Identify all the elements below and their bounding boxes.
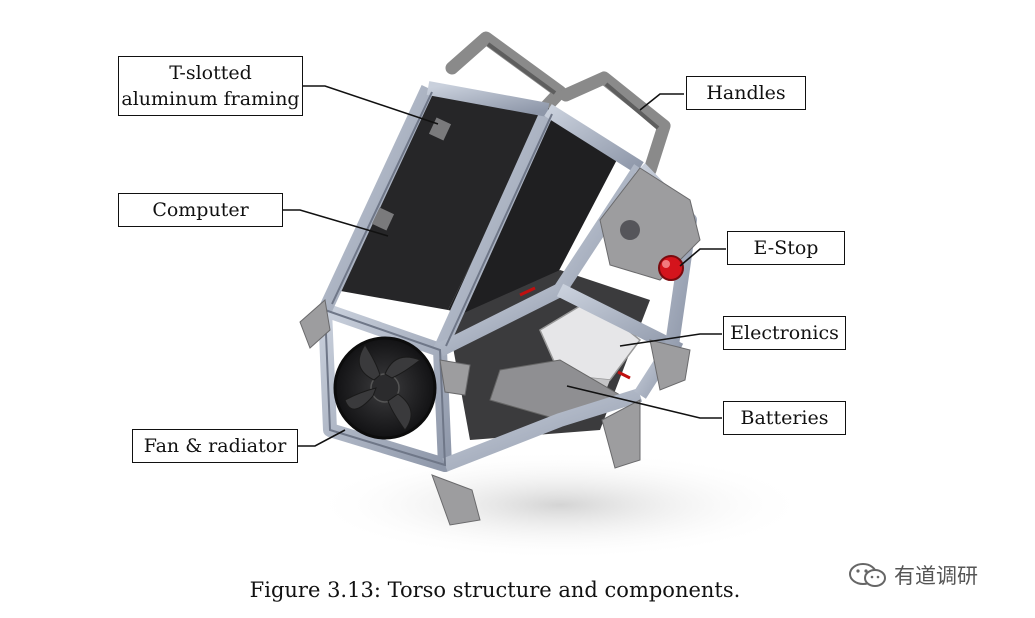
label-electronics: Electronics (723, 316, 846, 350)
label-fan: Fan & radiator (132, 429, 298, 463)
label-estop: E-Stop (727, 231, 845, 265)
wechat-icon (849, 563, 886, 587)
label-batteries: Batteries (723, 401, 846, 435)
watermark: 有道调研 (848, 560, 978, 590)
label-handles: Handles (686, 76, 806, 110)
brackets (299, 167, 701, 526)
leader-lines (283, 85, 726, 447)
computer-panel (335, 92, 548, 310)
figure-caption: Figure 3.13: Torso structure and compone… (249, 578, 741, 602)
label-computer: Computer (118, 193, 283, 227)
label-framing: T-slotted aluminum framing (118, 56, 303, 116)
estop-button (658, 255, 684, 281)
ground-shadow (310, 450, 810, 560)
watermark-text: 有道调研 (894, 564, 978, 588)
